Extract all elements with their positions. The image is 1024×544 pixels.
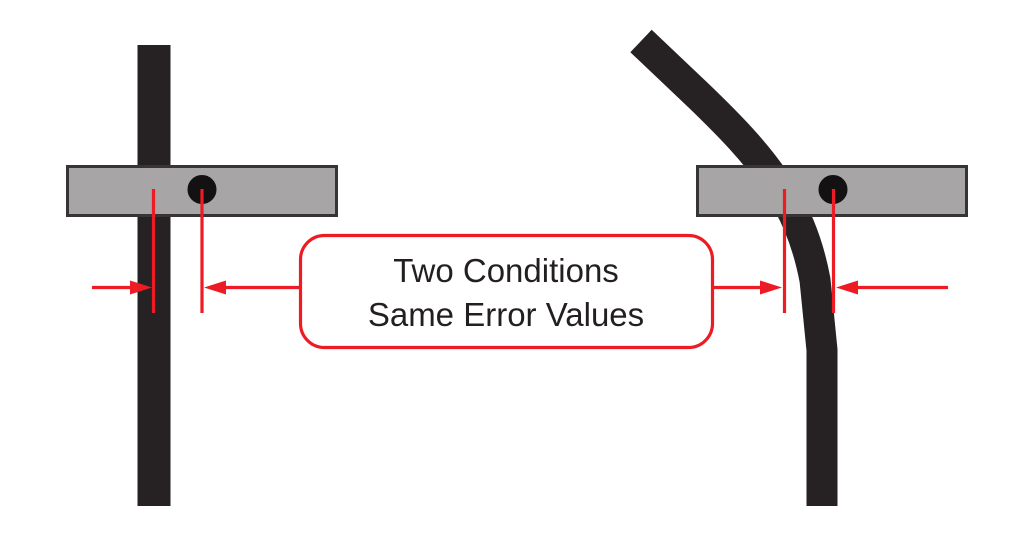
right-measurement-marks <box>713 189 948 313</box>
callout-line-1: Two Conditions <box>393 252 619 289</box>
right-condition-figure <box>630 29 968 506</box>
right-outer-arrowhead-icon <box>836 280 858 295</box>
right-inner-arrowhead-icon <box>760 280 782 295</box>
left-inner-arrowhead-icon <box>204 280 226 295</box>
left-measurement-marks <box>92 189 300 313</box>
callout-box <box>298 233 715 350</box>
left-outer-arrowhead-icon <box>130 280 152 295</box>
callout-line-2: Same Error Values <box>368 296 644 333</box>
left-condition-figure <box>66 45 338 506</box>
callout: Two Conditions Same Error Values <box>298 233 715 350</box>
